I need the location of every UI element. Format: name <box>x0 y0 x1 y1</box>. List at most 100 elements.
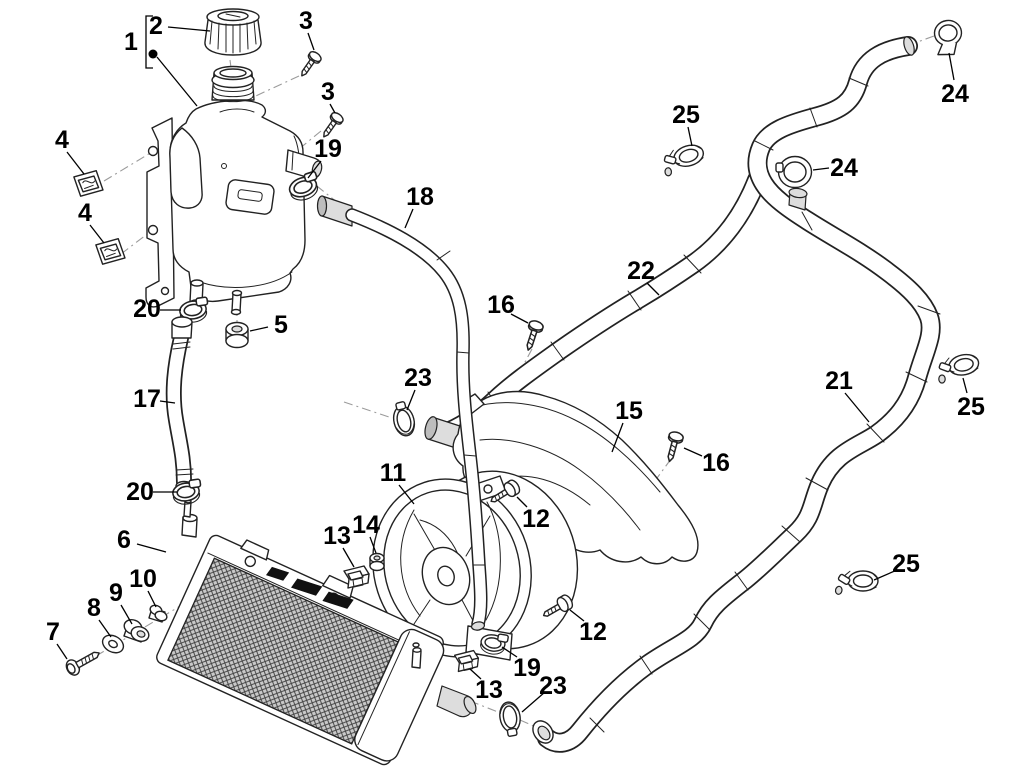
callout-3-screw: 3 <box>321 78 336 114</box>
leader-line <box>406 389 416 411</box>
nut-14 <box>369 552 385 572</box>
callout-16-screw: 16 <box>683 447 730 477</box>
radiator-outlet-stub <box>436 685 477 718</box>
leader-line <box>147 590 157 608</box>
callout-13-clip: 13 <box>323 522 355 568</box>
tank-filler-neck <box>211 65 255 103</box>
washer-8 <box>101 634 125 654</box>
callout-number-23: 23 <box>539 672 567 700</box>
callout-25-clamp: 25 <box>672 101 700 147</box>
leader-line <box>812 167 830 171</box>
leader-line <box>569 609 585 622</box>
callout-22-hose: 22 <box>627 257 660 296</box>
leader-line <box>611 422 624 453</box>
radiator-mount-tab <box>322 574 354 599</box>
callout-4-clip: 4 <box>78 199 105 244</box>
leader-line <box>646 282 660 296</box>
callout-number-15: 15 <box>615 397 643 425</box>
leader-line <box>307 32 315 51</box>
callout-5-grommet: 5 <box>249 311 288 339</box>
leader-line <box>510 313 529 324</box>
callout-number-16: 16 <box>702 449 730 477</box>
callout-number-8: 8 <box>87 594 101 622</box>
leader-line <box>159 400 176 404</box>
callout-number-7: 7 <box>46 618 60 646</box>
ring-clamp-24b <box>775 155 813 189</box>
leader-line <box>120 604 133 625</box>
callout-number-25: 25 <box>672 101 700 129</box>
leader-line <box>89 224 105 244</box>
callout-number-4: 4 <box>78 199 92 227</box>
callout-6-radiator: 6 <box>117 526 167 554</box>
callout-number-4: 4 <box>55 126 69 154</box>
callout-11-fan: 11 <box>380 459 415 505</box>
callout-2-tank-cap: 2 <box>149 12 211 40</box>
hose-18 <box>316 195 488 631</box>
callout-number-3: 3 <box>321 78 335 106</box>
radiator-filler-pin <box>411 642 422 669</box>
callout-number-12: 12 <box>579 618 607 646</box>
callout-number-1: 1 <box>124 28 138 56</box>
leader-line <box>329 103 336 114</box>
callout-number-10: 10 <box>129 565 157 593</box>
leader-line <box>404 208 414 229</box>
radiator-mount-tab <box>240 539 270 561</box>
callout-16-screw: 16 <box>487 291 529 324</box>
callout-number-20: 20 <box>126 478 154 506</box>
callout-4-clip: 4 <box>55 126 85 175</box>
callout-10-spacer: 10 <box>129 565 157 608</box>
callout-number-25: 25 <box>957 393 985 421</box>
tank-bracket <box>145 117 175 308</box>
callout-number-11: 11 <box>380 459 407 487</box>
callout-number-18: 18 <box>406 183 434 211</box>
leader-line <box>469 668 482 680</box>
callout-20-clamp: 20 <box>133 295 181 323</box>
callout-number-9: 9 <box>109 579 123 607</box>
callout-number-3: 3 <box>299 7 313 35</box>
leader-line <box>873 569 898 581</box>
callout-number-25: 25 <box>892 550 920 578</box>
leader-line <box>249 326 269 332</box>
cooling-fan <box>372 470 579 661</box>
leader-line <box>962 377 968 394</box>
callout-number-22: 22 <box>627 257 655 285</box>
leader-line <box>342 547 355 568</box>
leader-line <box>56 643 68 660</box>
expansion-tank <box>169 65 323 316</box>
leader-line <box>136 543 167 553</box>
callout-number-21: 21 <box>825 367 853 395</box>
callout-17-hose: 17 <box>133 385 176 413</box>
callout-7-screw: 7 <box>46 618 68 660</box>
callout-3-screw: 3 <box>299 7 315 51</box>
leader-line <box>501 646 518 658</box>
leader-line <box>687 126 693 147</box>
callout-9-grommet: 9 <box>109 579 133 625</box>
callout-8-washer: 8 <box>87 594 112 638</box>
callout-bracket <box>145 15 153 69</box>
leader-line <box>683 447 703 457</box>
spacer-10 <box>148 604 168 623</box>
callout-number-17: 17 <box>133 385 161 413</box>
leader-line <box>516 496 528 508</box>
callout-number-23: 23 <box>404 364 432 392</box>
callout-24-ring-clamp: 24 <box>941 52 969 108</box>
expansion-tank-assembly <box>145 8 323 316</box>
radiator-end-tank <box>354 628 445 762</box>
leader-line <box>844 392 870 423</box>
callout-14-nut: 14 <box>352 511 380 554</box>
leader-line <box>66 151 85 175</box>
callout-number-5: 5 <box>274 311 288 339</box>
radiator-inlet-stub <box>181 498 198 538</box>
hose-21-top-opening <box>903 36 915 56</box>
callout-23-clamp: 23 <box>404 364 432 411</box>
callout-number-19: 19 <box>513 654 541 682</box>
callout-15-cover: 15 <box>611 397 643 453</box>
callout-dot <box>148 49 158 59</box>
tank-cap <box>204 8 262 56</box>
callout-23-clamp: 23 <box>521 672 567 713</box>
callout-24-ring-clamp: 24 <box>812 154 858 182</box>
hose-21 <box>532 36 941 753</box>
leader-line <box>398 484 415 505</box>
